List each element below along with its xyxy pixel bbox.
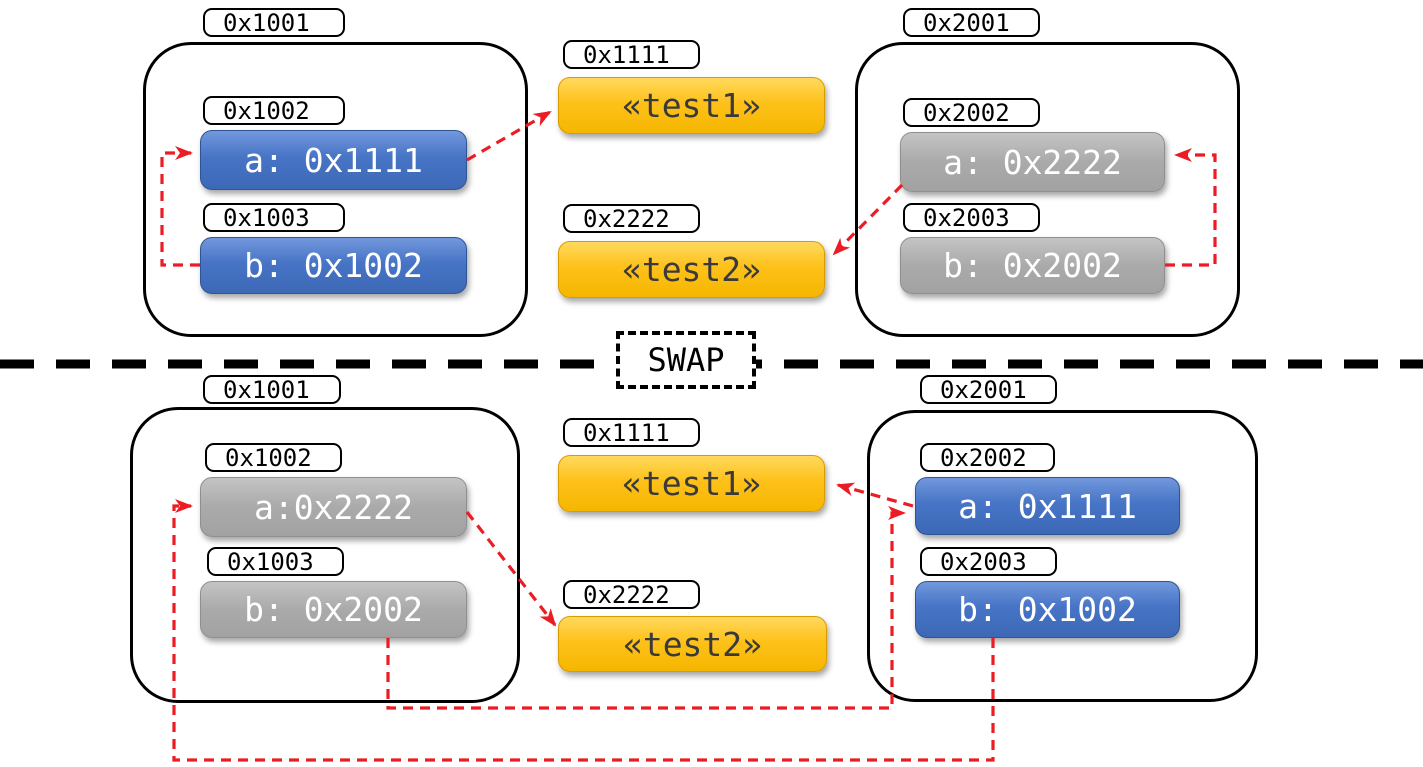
before-left-frame-address-tab: 0x1001 [203,8,345,37]
before-right-slot-a-address-tab: 0x2002 [903,98,1040,127]
after-heap-cell1: «test1» [558,455,825,512]
after-right-slot-a: a: 0x1111 [915,477,1180,535]
after-right-slot-a-address-tab: 0x2002 [920,443,1055,472]
after-heap-cell1-address-tab: 0x1111 [563,418,700,447]
before-heap-cell1: «test1» [558,77,825,134]
before-left-slot-a: a: 0x1111 [200,130,467,190]
after-left-slot-a: a:0x2222 [200,477,467,537]
before-heap-cell2: «test2» [558,241,825,298]
after-heap-cell2-address-tab: 0x2222 [563,580,700,609]
before-heap-cell2-address-tab: 0x2222 [563,204,700,233]
after-left-slot-b-address-tab: 0x1003 [207,547,344,576]
after-left-slot-a-address-tab: 0x1002 [205,443,342,472]
after-heap-cell2: «test2» [558,616,827,672]
before-left-slot-a-address-tab: 0x1002 [203,96,345,125]
after-right-slot-b: b: 0x1002 [915,581,1180,638]
before-right-slot-a: a: 0x2222 [900,132,1165,192]
before-left-slot-b-address-tab: 0x1003 [203,203,345,232]
before-heap-cell1-address-tab: 0x1111 [563,40,700,69]
after-right-slot-b-address-tab: 0x2003 [920,547,1057,576]
after-left-slot-b: b: 0x2002 [200,581,467,638]
after-left-frame-address-tab: 0x1001 [203,375,341,404]
before-right-frame-address-tab: 0x2001 [903,8,1040,37]
before-left-slot-b: b: 0x1002 [200,237,467,294]
swap-label-box: SWAP [616,331,756,389]
before-right-slot-b: b: 0x2002 [900,237,1165,294]
after-right-frame-address-tab: 0x2001 [920,375,1057,404]
swap-label: SWAP [647,341,725,379]
before-right-slot-b-address-tab: 0x2003 [903,203,1040,232]
